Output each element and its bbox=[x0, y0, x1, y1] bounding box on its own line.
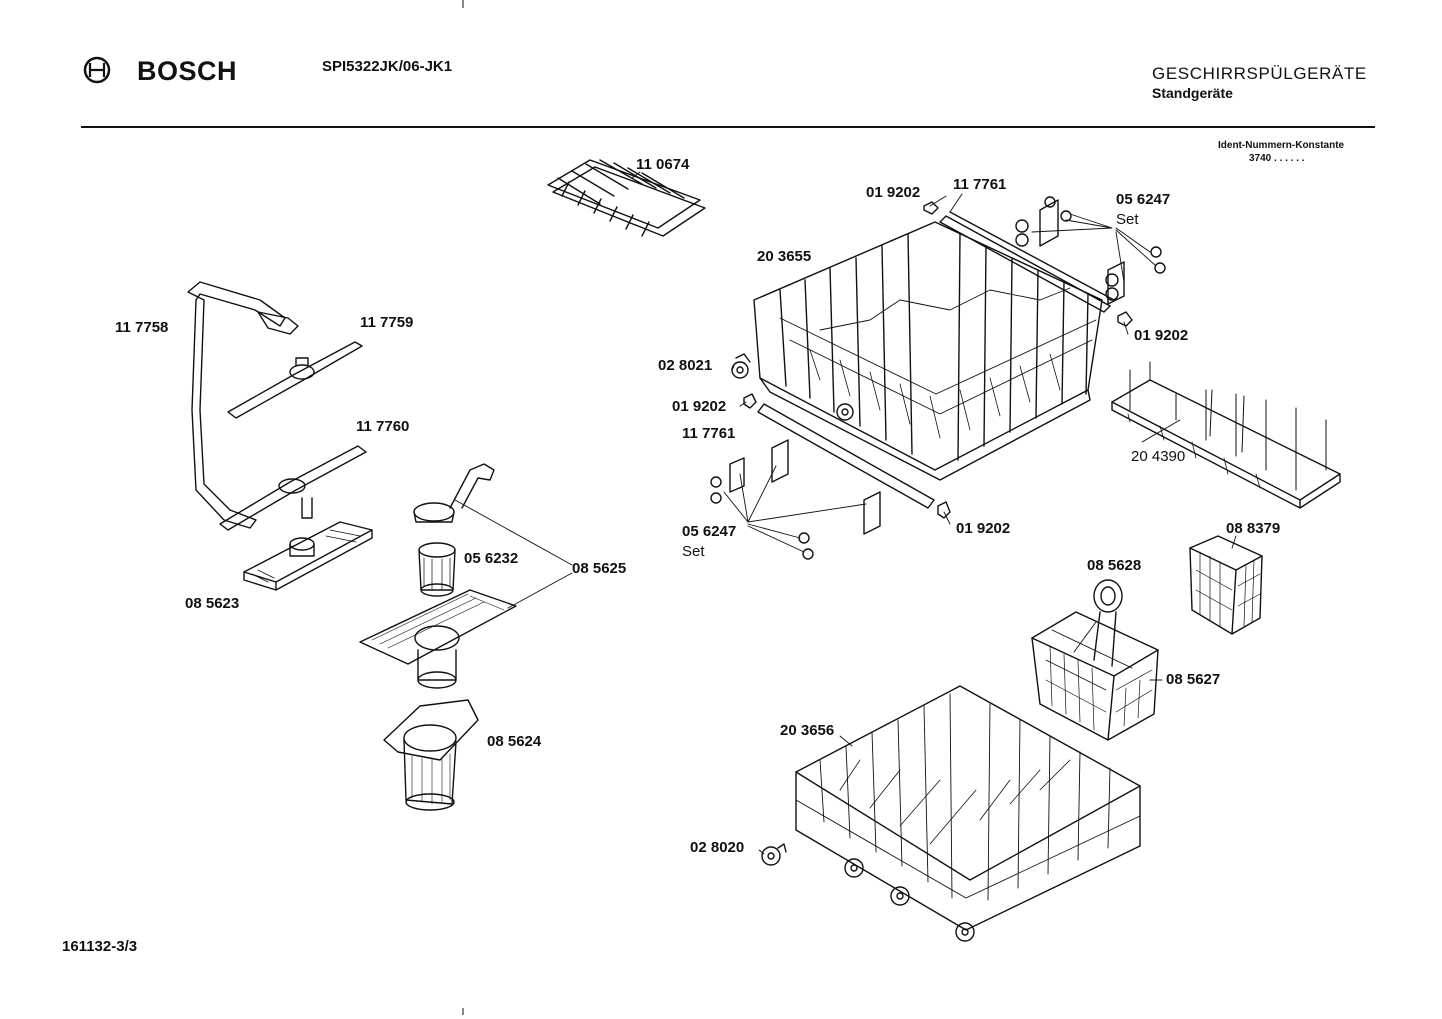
part-label: 01 9202 bbox=[1134, 327, 1189, 344]
part-label: 01 9202 bbox=[956, 520, 1011, 537]
part-label: 01 9202 bbox=[866, 184, 921, 201]
part-label: 11 0674 bbox=[636, 156, 690, 173]
comb-insert-110674 bbox=[547, 159, 706, 237]
part-label: 11 7758 bbox=[115, 319, 169, 336]
lower-spray-arm-117760 bbox=[219, 445, 367, 531]
wheel-028021 bbox=[731, 353, 751, 379]
part-label: 02 8021 bbox=[658, 357, 713, 374]
ident-label: Ident-Nummern-Konstante bbox=[1218, 140, 1345, 151]
roller-set-056247-lower bbox=[710, 439, 881, 560]
microfilter-085624 bbox=[383, 699, 479, 811]
part-label: Set bbox=[682, 543, 705, 560]
basket-handle-085628 bbox=[1093, 579, 1123, 667]
bosch-logo-icon bbox=[83, 56, 111, 84]
part-label: 08 5628 bbox=[1087, 557, 1142, 574]
part-label: 08 8379 bbox=[1226, 520, 1281, 537]
part-label: 05 6247 bbox=[682, 523, 737, 540]
part-label: 20 3656 bbox=[780, 722, 835, 739]
part-label: 01 9202 bbox=[672, 398, 727, 415]
roller-set-056247-upper bbox=[1015, 196, 1166, 305]
wheel-028020 bbox=[761, 843, 787, 866]
rail-117761-upper bbox=[939, 211, 1115, 313]
part-label: 11 7760 bbox=[356, 418, 410, 435]
subcategory-title: Standgeräte bbox=[1152, 85, 1233, 101]
part-label: 02 8020 bbox=[690, 839, 745, 856]
model-number: SPI5322JK/06-JK1 bbox=[322, 58, 453, 75]
cutlery-insert-088379 bbox=[1189, 535, 1263, 635]
part-label: 08 5623 bbox=[185, 595, 240, 612]
ident-value: 3740 . . . . . . bbox=[1249, 153, 1305, 164]
part-label: 05 6232 bbox=[464, 550, 519, 567]
part-label: 08 5627 bbox=[1166, 671, 1221, 688]
drawing-number: 161132-3/3 bbox=[62, 938, 138, 955]
part-label: 11 7759 bbox=[360, 314, 414, 331]
cutlery-basket-085627 bbox=[1031, 611, 1159, 741]
part-label: 20 3655 bbox=[757, 248, 812, 265]
supply-pipe-117758 bbox=[187, 281, 299, 529]
lower-basket-203656 bbox=[795, 685, 1141, 942]
part-label: 20 4390 bbox=[1131, 448, 1186, 465]
clip-019202-d bbox=[937, 501, 951, 519]
part-label: 08 5625 bbox=[572, 560, 627, 577]
filter-holder-085623 bbox=[243, 521, 373, 591]
rail-117761-lower bbox=[757, 403, 935, 509]
header-divider bbox=[81, 126, 1375, 128]
coarse-filter-085625 bbox=[359, 463, 517, 689]
fine-filter-056232 bbox=[418, 542, 456, 597]
part-label: 11 7761 bbox=[953, 176, 1007, 193]
brand-name: BOSCH bbox=[137, 56, 238, 86]
category-title: GESCHIRRSPÜLGERÄTE bbox=[1152, 64, 1367, 83]
clip-019202-a bbox=[923, 201, 939, 215]
lower-basket-wheels bbox=[844, 858, 975, 942]
part-label: Set bbox=[1116, 211, 1139, 228]
clip-019202-b bbox=[1117, 311, 1133, 327]
part-label: 05 6247 bbox=[1116, 191, 1171, 208]
upper-spray-arm-117759 bbox=[227, 341, 363, 419]
part-label: 08 5624 bbox=[487, 733, 542, 750]
upper-basket-203655 bbox=[753, 221, 1103, 481]
clip-019202-c bbox=[743, 393, 757, 409]
cup-rack-204390 bbox=[1111, 361, 1341, 509]
part-label: 11 7761 bbox=[682, 425, 736, 442]
